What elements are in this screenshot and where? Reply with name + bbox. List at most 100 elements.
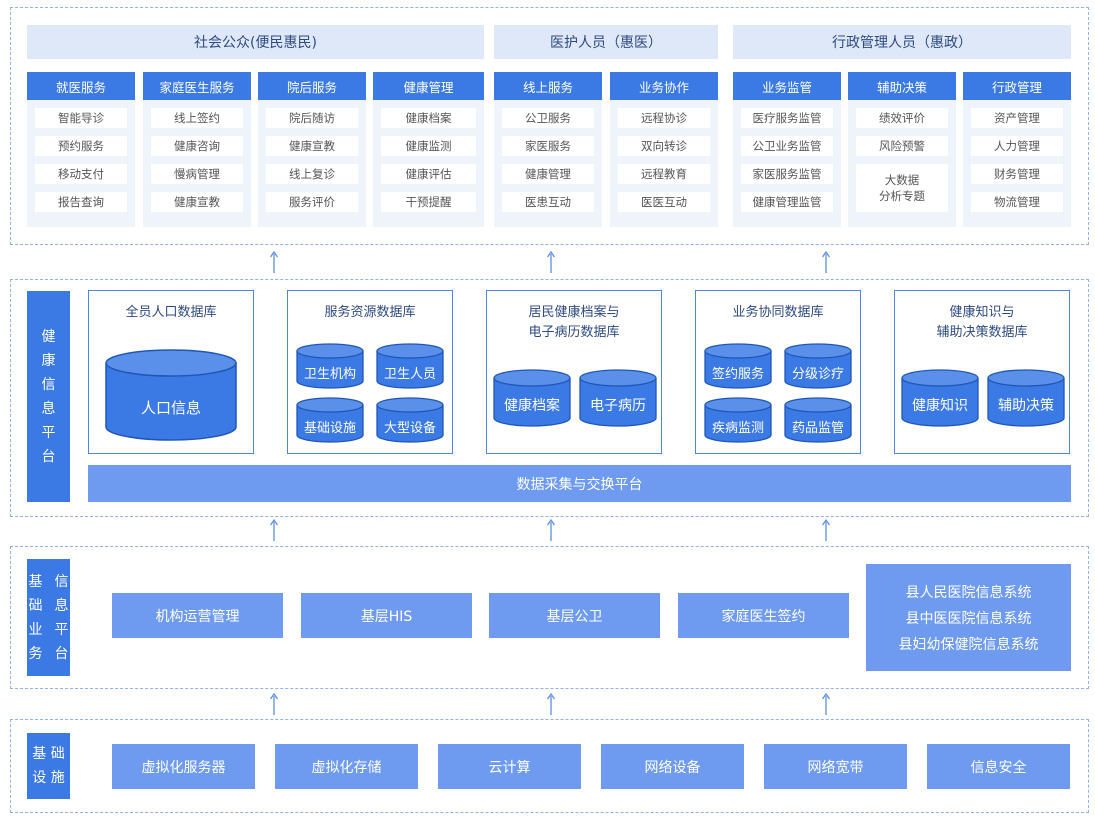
network-broadband-box: 网络宽带 xyxy=(764,744,907,789)
service-resource-database: 服务资源数据库 卫生机构 卫生人员 基础设施 大型设备 xyxy=(287,290,453,454)
cylinder-label: 卫生人员 xyxy=(383,367,436,382)
data-exchange-platform: 数据采集与交换平台 xyxy=(88,465,1071,502)
column-item: 资产管理 xyxy=(971,108,1063,128)
database-cylinder-icon: 药品监管 xyxy=(784,397,852,443)
cylinder-label: 药品监管 xyxy=(791,421,844,436)
service-column-family-doctor: 家庭医生服务 线上签约 健康咨询 慢病管理 健康宣教 xyxy=(143,72,251,227)
health-platform-side-label: 健 康 信 息 平 台 xyxy=(27,291,70,502)
service-column-online-service: 线上服务 公卫服务 家医服务 健康管理 医患互动 xyxy=(494,72,602,227)
up-arrow-icon xyxy=(820,693,832,715)
side-label-char: 康 xyxy=(41,352,56,369)
cylinder-label: 电子病历 xyxy=(590,398,646,414)
service-column-medical-service: 就医服务 智能导诊 预约服务 移动支付 报告查询 xyxy=(27,72,135,227)
cylinder-label: 健康知识 xyxy=(912,398,968,414)
service-column-administration: 行政管理 资产管理 人力管理 财务管理 物流管理 xyxy=(963,72,1071,227)
side-label-char: 基 xyxy=(28,573,43,590)
knowledge-decision-database: 健康知识与 辅助决策数据库 健康知识 辅助决策 xyxy=(894,290,1070,454)
column-item: 移动支付 xyxy=(35,164,127,184)
database-cylinder-icon: 人口信息 xyxy=(105,349,237,441)
group-header-label: 行政管理人员（惠政） xyxy=(832,35,972,51)
side-label-char: 台 xyxy=(41,448,56,465)
system-label: 县中医医院信息系统 xyxy=(905,610,1032,627)
service-column-collaboration: 业务协作 远程协诊 双向转诊 远程教育 医医互动 xyxy=(610,72,718,227)
column-item: 健康管理监管 xyxy=(741,192,833,212)
institution-operation-box: 机构运营管理 xyxy=(112,593,283,638)
cylinder-label: 辅助决策 xyxy=(998,398,1054,414)
column-item: 远程协诊 xyxy=(618,108,710,128)
database-title: 服务资源数据库 xyxy=(324,305,416,320)
column-item: 风险预警 xyxy=(856,136,948,156)
health-information-platform-layer xyxy=(10,279,1089,517)
database-title: 健康知识与 辅助决策数据库 xyxy=(895,303,1069,343)
cylinder-label: 疾病监测 xyxy=(711,421,764,436)
primary-public-health-box: 基层公卫 xyxy=(489,593,660,638)
column-item: 医患互动 xyxy=(502,192,594,212)
column-item: 公卫业务监管 xyxy=(741,136,833,156)
column-item: 健康宣教 xyxy=(266,136,358,156)
basic-business-platform-layer xyxy=(10,546,1089,689)
column-item: 健康档案 xyxy=(381,108,476,128)
side-label-char: 息 xyxy=(41,400,56,417)
box-label: 虚拟化存储 xyxy=(311,759,382,776)
database-cylinder-icon: 分级诊疗 xyxy=(784,343,852,389)
up-arrow-icon xyxy=(268,519,280,541)
database-cylinder-icon: 健康知识 xyxy=(901,369,979,427)
network-device-box: 网络设备 xyxy=(601,744,744,789)
service-column-health-management: 健康管理 健康档案 健康监测 健康评估 干预提醒 xyxy=(373,72,484,227)
database-cylinder-icon: 卫生人员 xyxy=(376,343,444,389)
system-label: 县妇幼保健院信息系统 xyxy=(898,636,1039,653)
database-title-line: 健康知识与 xyxy=(949,305,1015,320)
cylinder-label: 基础设施 xyxy=(303,421,356,436)
cylinder-label: 大型设备 xyxy=(383,421,436,436)
side-label-char: 础 xyxy=(28,597,43,614)
side-label-line: 设 施 xyxy=(32,770,65,786)
column-item: 医疗服务监管 xyxy=(741,108,833,128)
column-title: 线上服务 xyxy=(494,72,602,100)
database-cylinder-icon: 卫生机构 xyxy=(296,343,364,389)
box-label: 家庭医生签约 xyxy=(721,608,806,625)
cylinder-label: 人口信息 xyxy=(140,399,201,417)
database-title-line: 电子病历数据库 xyxy=(528,325,620,340)
infrastructure-side-label: 基 础 设 施 xyxy=(27,733,70,799)
column-item: 健康监测 xyxy=(381,136,476,156)
column-item-line: 大数据 xyxy=(884,173,920,187)
cylinder-label: 卫生机构 xyxy=(303,367,356,382)
side-label-line: 基 础 xyxy=(32,746,65,762)
column-title: 健康管理 xyxy=(373,72,484,100)
column-item: 健康宣教 xyxy=(151,192,243,212)
column-item: 健康咨询 xyxy=(151,136,243,156)
information-security-box: 信息安全 xyxy=(927,744,1070,789)
cylinder-label: 签约服务 xyxy=(711,367,764,382)
side-label-char: 息 xyxy=(54,597,69,614)
up-arrow-icon xyxy=(545,519,557,541)
business-collaboration-database: 业务协同数据库 签约服务 分级诊疗 疾病监测 药品监管 xyxy=(695,290,861,454)
column-item: 预约服务 xyxy=(35,136,127,156)
side-label-char: 平 xyxy=(41,424,56,441)
group-header-label: 社会公众(便民惠民) xyxy=(194,35,317,51)
service-column-post-discharge: 院后服务 院后随访 健康宣教 线上复诊 服务评价 xyxy=(258,72,366,227)
box-label: 网络宽带 xyxy=(807,759,864,776)
column-item: 健康评估 xyxy=(381,164,476,184)
database-cylinder-icon: 健康档案 xyxy=(493,369,571,427)
group-header-medical-staff: 医护人员（惠医） xyxy=(494,25,718,59)
column-item: 家医服务 xyxy=(502,136,594,156)
column-item: 慢病管理 xyxy=(151,164,243,184)
column-item: 院后随访 xyxy=(266,108,358,128)
database-cylinder-icon: 辅助决策 xyxy=(987,369,1065,427)
column-item: 远程教育 xyxy=(618,164,710,184)
health-record-emr-database: 居民健康档案与 电子病历数据库 健康档案 电子病历 xyxy=(486,290,662,454)
column-item: 健康管理 xyxy=(502,164,594,184)
database-title: 全员人口数据库 xyxy=(125,305,217,320)
exchange-label: 数据采集与交换平台 xyxy=(516,476,643,493)
column-item: 人力管理 xyxy=(971,136,1063,156)
box-label: 机构运营管理 xyxy=(155,608,240,625)
cylinder-label: 健康档案 xyxy=(504,398,560,414)
population-database: 全员人口数据库 人口信息 xyxy=(88,290,254,454)
column-title: 行政管理 xyxy=(963,72,1071,100)
side-label-char: 台 xyxy=(54,645,69,662)
group-header-administration: 行政管理人员（惠政） xyxy=(733,25,1071,59)
column-title: 院后服务 xyxy=(258,72,366,100)
primary-his-box: 基层HIS xyxy=(301,593,472,638)
application-layer xyxy=(10,7,1089,245)
side-label-char: 信 xyxy=(41,376,56,393)
